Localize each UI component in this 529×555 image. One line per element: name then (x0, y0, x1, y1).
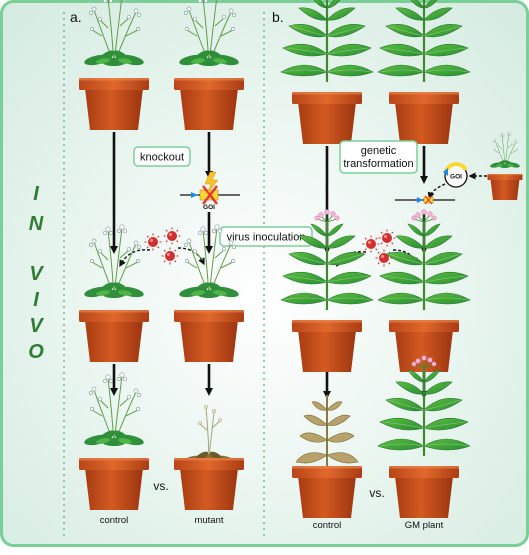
side-letter: I (33, 289, 39, 311)
panel-a-mutant-caption: mutant (194, 515, 223, 526)
genetic-label: genetic (361, 145, 397, 157)
panel-b-vs: vs. (369, 486, 384, 500)
knockout-gene: GOI (180, 171, 240, 211)
side-letter: V (29, 263, 44, 285)
plasmid-goi-label: GOI (450, 174, 462, 181)
transformation-label: transformation (343, 158, 413, 170)
panel-b-gm-caption: GM plant (405, 520, 444, 531)
side-letter: I (33, 183, 39, 205)
knockout-pill: knockout (133, 146, 191, 167)
in-vivo-label: I N V I V O (28, 183, 44, 363)
panel-b-control-plant-diseased (292, 395, 362, 518)
knockout-label: knockout (140, 152, 184, 164)
genetic-transformation-pill: genetic transformation (339, 140, 418, 174)
virus-inoculation-label: virus inoculation (227, 232, 306, 244)
side-letter: N (29, 213, 44, 235)
panel-b-label: b. (272, 9, 284, 25)
panel-a-label: a. (70, 9, 82, 25)
panel-a-control-caption: control (100, 515, 129, 526)
side-letter: V (29, 315, 44, 337)
arrow-plasmid-to-gene (427, 183, 446, 200)
virus-inoculation-pill: virus inoculation (219, 226, 313, 247)
lightning-icon (204, 171, 219, 195)
integrated-gene (395, 195, 455, 205)
plasmid-vector: GOI (443, 162, 468, 188)
side-letter: O (28, 341, 44, 363)
panel-b-control-caption: control (313, 520, 342, 531)
panel-a-vs: vs. (153, 479, 168, 493)
panel-a-mutant-plant-diseased (174, 404, 244, 510)
virus-arrow-control (119, 249, 151, 268)
knockout-goi-label: GOI (203, 204, 215, 211)
